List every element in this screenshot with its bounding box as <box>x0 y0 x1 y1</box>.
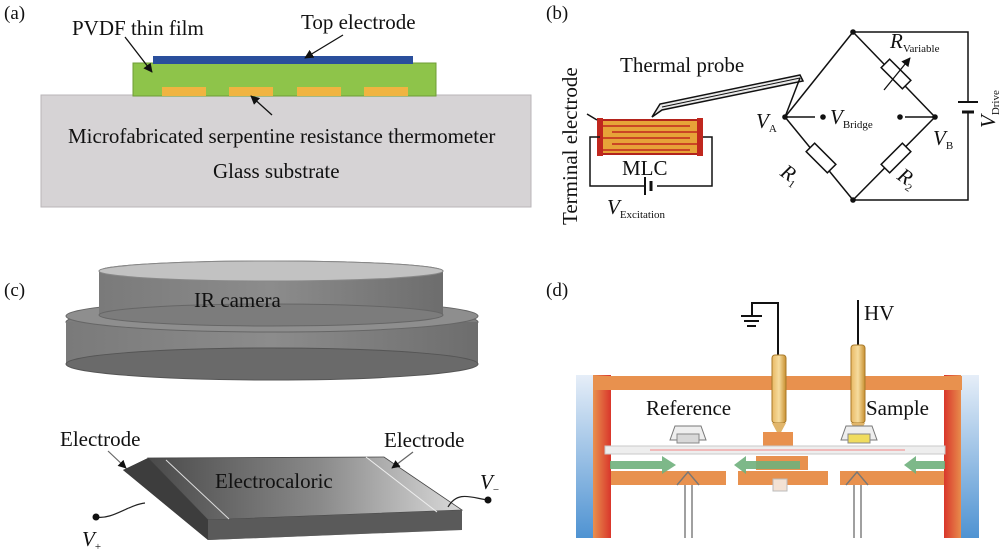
panel-a: (a) PVDF thin film Top electrode Microfa… <box>4 3 532 208</box>
reference-rod <box>676 470 700 486</box>
panel-b-label: (b) <box>546 3 568 24</box>
resistor-r2 <box>880 142 912 174</box>
thermometer-segment <box>297 87 341 96</box>
electrode-left-label: Electrode <box>60 427 140 451</box>
thermal-probe-label: Thermal probe <box>620 53 744 77</box>
flow-arrow-right <box>904 456 945 474</box>
bottom-plate-mid <box>738 471 828 485</box>
panel-c: (c) IR camera Electrocaloric Electrode E… <box>4 260 499 550</box>
sample-label: Sample <box>866 396 929 420</box>
left-wall-cold <box>576 375 594 538</box>
center-block-top <box>763 432 793 448</box>
panel-d-label: (d) <box>546 280 568 301</box>
panel-d: (d) HV <box>546 280 979 538</box>
r-variable-label: RVariable <box>889 29 940 55</box>
electrocaloric-label: Electrocaloric <box>215 469 333 493</box>
electrode-arrow <box>304 34 344 59</box>
electrode-right-label: Electrode <box>384 428 464 452</box>
thermometer-arrow <box>250 95 273 116</box>
reference-label: Reference <box>646 396 731 420</box>
mlc-circuit-wire <box>589 136 645 187</box>
electrode-left-pointer <box>107 450 127 469</box>
v-plus-label: V+ <box>82 527 101 550</box>
mlc-circuit-wire <box>657 136 713 187</box>
ir-camera <box>65 260 479 381</box>
vb-label: VB <box>933 126 953 152</box>
probe-line <box>661 77 801 108</box>
ground-probe-tip <box>772 423 786 436</box>
terminal-electrode-right <box>697 118 703 156</box>
va-label: VA <box>756 109 777 135</box>
film-arrow <box>124 36 153 73</box>
hv-probe <box>850 344 866 424</box>
v-excitation-label: VExcitation <box>607 195 666 221</box>
terminal-lead <box>586 113 598 121</box>
electrode-strip-right <box>365 456 438 513</box>
node-bottom <box>850 197 856 203</box>
resistor-variable <box>880 58 912 90</box>
bottom-plate-left <box>611 471 726 485</box>
thermometer-segment <box>364 87 408 96</box>
r1-label: R1 <box>774 159 805 191</box>
wheatstone-bridge <box>784 31 969 201</box>
top-electrode <box>153 56 413 64</box>
thermal-probe <box>651 74 805 118</box>
thermometer-label: Microfabricated serpentine resistance th… <box>68 124 495 148</box>
terminal-electrode-label: Terminal electrode <box>558 67 582 225</box>
v-drive-label: VDrive <box>976 90 1000 128</box>
v-minus-terminal <box>484 496 492 504</box>
v-minus-label: V− <box>480 470 499 496</box>
right-wall-hot <box>944 375 962 538</box>
panel-b: (b) Terminal electrode Thermal probe MLC… <box>546 3 1000 225</box>
thermometer-segment <box>162 87 206 96</box>
left-wall-hot <box>593 375 611 538</box>
v-plus-wire <box>95 502 146 518</box>
glass-substrate <box>40 94 532 208</box>
glass-substrate-label: Glass substrate <box>213 159 340 183</box>
center-block-window <box>772 478 788 492</box>
hv-label: HV <box>864 301 894 325</box>
top-electrode-label: Top electrode <box>301 10 416 34</box>
right-wall-cold <box>961 375 979 538</box>
panel-c-label: (c) <box>4 280 25 301</box>
ground-symbol <box>741 302 779 365</box>
sample-cup <box>847 433 871 444</box>
node-vb <box>932 114 938 120</box>
electrode-strip-left <box>165 459 230 520</box>
resistor-r1 <box>805 142 837 174</box>
flow-arrow-center <box>734 456 800 474</box>
sample-rod <box>845 470 869 486</box>
node-va <box>782 114 788 120</box>
mlc-label: MLC <box>622 156 668 180</box>
v-minus-wire <box>447 495 489 508</box>
v-plus-terminal <box>92 513 100 521</box>
flow-arrow-left <box>610 456 676 474</box>
panel-a-label: (a) <box>4 3 25 24</box>
node-top <box>850 29 856 35</box>
electrocaloric-slab <box>123 456 464 540</box>
variable-arrow <box>883 57 911 91</box>
ground-probe <box>771 354 787 424</box>
v-bridge-label: VBridge <box>830 105 873 131</box>
mlc-body <box>599 119 701 155</box>
thermometer-segment <box>229 87 273 96</box>
node-bridge-right <box>897 114 903 120</box>
bottom-plate-right <box>840 471 944 485</box>
pvdf-film-label: PVDF thin film <box>72 16 204 40</box>
electrode-right-pointer <box>391 451 414 469</box>
reference-cup <box>676 433 700 444</box>
node-bridge-left <box>820 114 826 120</box>
ir-camera-label: IR camera <box>194 288 282 312</box>
